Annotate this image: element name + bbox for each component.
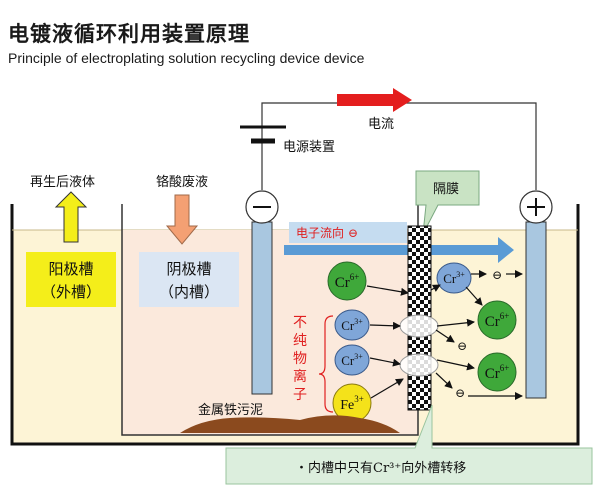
impure-ions-char: 离 xyxy=(293,368,307,385)
ion-cr3-outer: Cr3+ xyxy=(436,262,472,294)
cathode-tank-label-line2: （内槽） xyxy=(159,283,219,301)
ion-arrow xyxy=(435,372,453,389)
cathode-electrode xyxy=(251,221,273,395)
electron-flow-label: 电子流向 ⊖ xyxy=(296,225,358,240)
ion-cr6-outer-1: Cr6+ xyxy=(477,300,517,340)
ion-arrow xyxy=(436,318,475,327)
ion-cr6-inner: Cr6+ xyxy=(327,261,367,301)
electron-symbol: ⊖ xyxy=(492,268,502,282)
ion-cr6-outer-2: Cr6+ xyxy=(477,352,517,392)
ion-cr3-inner-1: Cr3+ xyxy=(334,309,370,341)
electron-flow-label-box xyxy=(289,222,407,243)
chromic-waste-down-arrow xyxy=(165,194,199,245)
ion-arrow xyxy=(435,329,455,343)
anode-electrode xyxy=(525,221,547,399)
impure-ions-char: 子 xyxy=(293,387,307,403)
ion-fe3-inner: Fe3+ xyxy=(332,383,372,423)
metal-sludge xyxy=(180,415,400,433)
chromic-waste-label: 铬酸废液 xyxy=(156,174,208,190)
power-supply-label: 电源装置 xyxy=(283,140,335,155)
current-label: 电流 xyxy=(368,117,394,132)
anode-tank-label-box xyxy=(26,252,116,307)
current-arrow xyxy=(337,88,412,112)
membrane-pore xyxy=(399,314,439,338)
ion-arrow xyxy=(366,285,409,296)
anode-tank-label-line2: （外槽） xyxy=(41,283,101,301)
regenerated-liquid-label: 再生后液体 xyxy=(30,175,95,190)
impure-ions-char: 不 xyxy=(293,315,307,331)
impure-ions-char: 物 xyxy=(293,351,307,367)
page-title: 电镀液循环利用装置原理 xyxy=(8,22,250,46)
impure-ions-bracket xyxy=(318,315,334,413)
membrane-callout xyxy=(415,170,480,235)
ion-arrow xyxy=(436,359,475,371)
cathode-tank-label-box xyxy=(139,252,239,307)
outer-tank xyxy=(10,204,580,446)
membrane-pore xyxy=(399,353,439,377)
electron-symbol: ⊖ xyxy=(455,386,465,400)
ion-arrow xyxy=(370,378,404,399)
ion-arrow xyxy=(430,284,441,292)
ion-arrow xyxy=(369,321,401,330)
regenerated-liquid-up-arrow xyxy=(54,191,88,243)
note-callout xyxy=(225,404,593,485)
anode-tank-label-line1: 阳极槽 xyxy=(48,260,93,278)
sludge-label: 金属铁污泥 xyxy=(198,402,263,418)
page-subtitle: Principle of electroplating solution rec… xyxy=(8,50,365,66)
ion-arrow xyxy=(369,357,401,367)
membrane-label: 隔膜 xyxy=(433,182,459,197)
cathode-tank-label-line1: 阴极槽 xyxy=(166,260,211,278)
note-text: ・内槽中只有Cr³⁺向外槽转移 xyxy=(295,460,466,476)
impure-ions-char: 纯 xyxy=(293,333,307,349)
electron-symbol: ⊖ xyxy=(457,339,467,353)
electron-flow-arrow xyxy=(284,237,514,263)
ion-cr3-inner-2: Cr3+ xyxy=(334,344,370,376)
ion-arrow xyxy=(465,286,483,306)
